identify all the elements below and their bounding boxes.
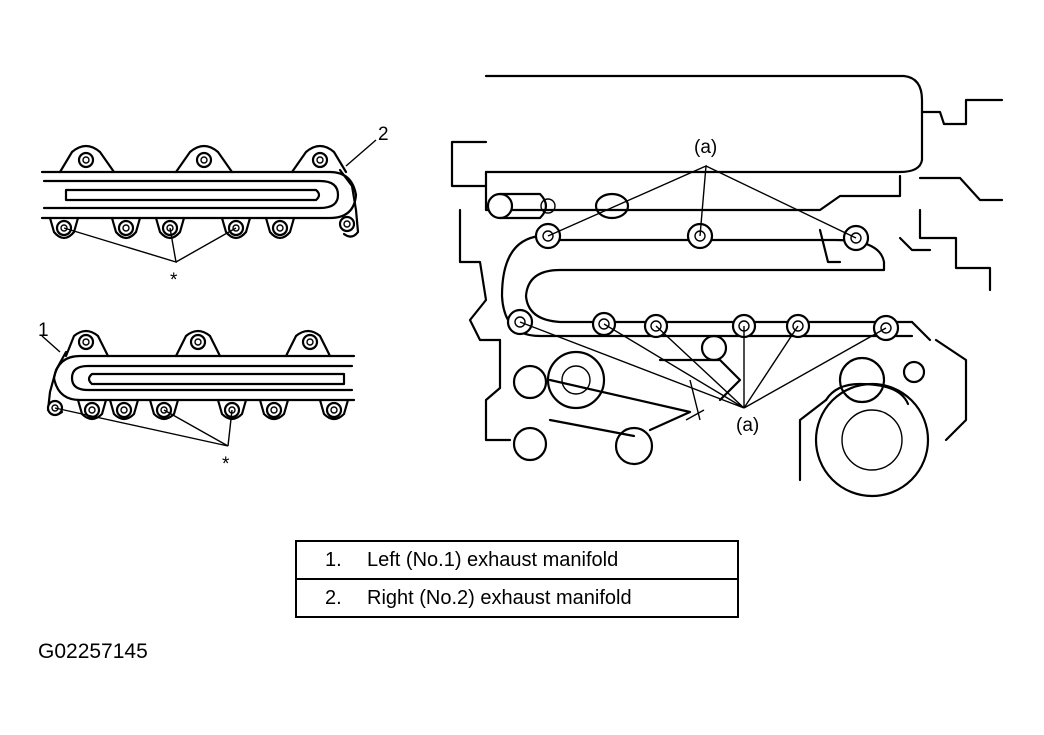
callout-a-top: (a) bbox=[694, 137, 717, 158]
legend-cell: 2. Right (No.2) exhaust manifold bbox=[295, 578, 739, 618]
legend-row: 1. Left (No.1) exhaust manifold bbox=[295, 540, 739, 580]
installed-manifold-view bbox=[450, 74, 1004, 498]
callout-star-right: * bbox=[170, 270, 178, 291]
left-exhaust-manifold bbox=[41, 329, 356, 447]
legend-number: 1. bbox=[325, 548, 342, 571]
legend-text: Left (No.1) exhaust manifold bbox=[367, 548, 619, 571]
legend-number: 2. bbox=[325, 586, 342, 609]
callout-2: 2 bbox=[378, 124, 389, 145]
legend-row: 2. Right (No.2) exhaust manifold bbox=[295, 578, 739, 618]
callout-star-left: * bbox=[222, 454, 230, 475]
legend-cell: 1. Left (No.1) exhaust manifold bbox=[295, 540, 739, 580]
right-exhaust-manifold bbox=[40, 139, 377, 264]
legend-text: Right (No.2) exhaust manifold bbox=[367, 586, 632, 609]
figure-id: G02257145 bbox=[38, 640, 148, 663]
legend-table: 1. Left (No.1) exhaust manifold 2. Right (… bbox=[295, 540, 739, 618]
callout-a-bottom: (a) bbox=[736, 415, 759, 436]
callout-1: 1 bbox=[38, 320, 49, 341]
